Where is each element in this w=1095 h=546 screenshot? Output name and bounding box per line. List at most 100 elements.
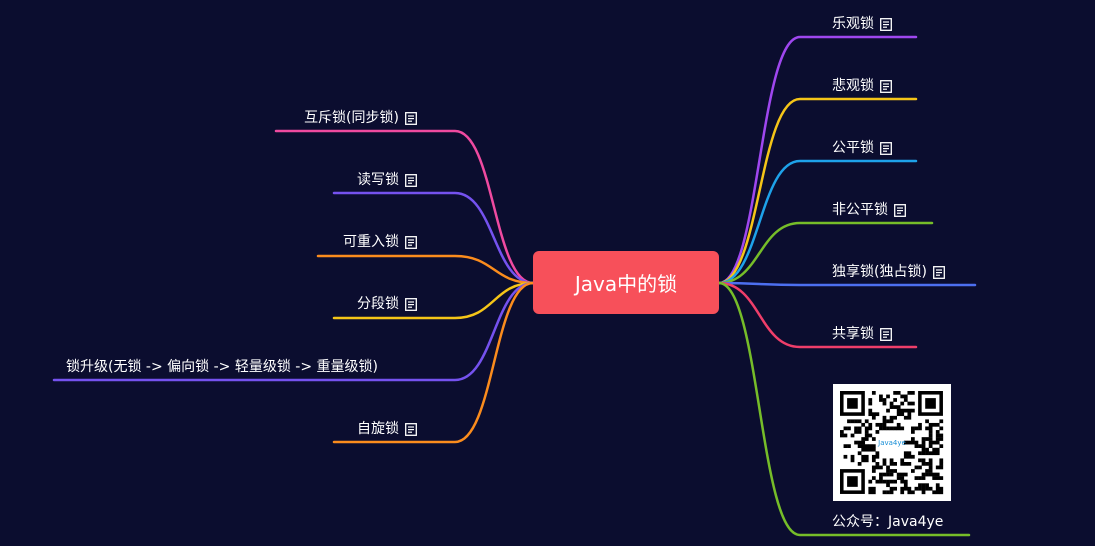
qr-module [925, 483, 929, 488]
qr-module [903, 451, 908, 456]
qr-module [871, 454, 876, 459]
qr-module [882, 398, 887, 402]
qr-module [850, 419, 855, 424]
note-icon[interactable] [932, 265, 945, 279]
qr-module [935, 486, 940, 491]
root-node[interactable]: Java中的锁 [533, 251, 719, 314]
node-segment-lock[interactable]: 分段锁 [357, 293, 417, 315]
qr-module [935, 476, 940, 480]
branch-connector [717, 281, 971, 537]
qr-module [939, 462, 944, 466]
node-exclusive-lock[interactable]: 独享锁(独占锁) [832, 261, 945, 283]
qr-module [900, 476, 905, 480]
qr-module [914, 444, 919, 448]
qr-module [939, 419, 944, 424]
qr-module [896, 476, 901, 480]
qr-module [928, 462, 933, 466]
qr-module [871, 476, 876, 480]
qr-module [893, 462, 897, 466]
qr-module [900, 486, 905, 491]
qr-module [896, 391, 901, 395]
note-icon[interactable] [405, 173, 417, 187]
node-label: 互斥锁(同步锁) [304, 110, 399, 126]
qr-module [903, 472, 908, 477]
qr-module [928, 422, 933, 427]
note-icon[interactable] [880, 79, 892, 93]
node-optimistic-lock[interactable]: 乐观锁 [832, 13, 892, 35]
qr-module [903, 440, 908, 445]
note-icon[interactable] [894, 203, 906, 217]
qr-module [868, 422, 873, 427]
qr-module [882, 426, 887, 431]
qr-module [935, 472, 940, 477]
node-wechat-account[interactable]: 公众号：Java4ye [832, 511, 943, 533]
qr-module [879, 465, 883, 470]
qr-module [875, 479, 880, 484]
note-icon[interactable] [880, 141, 892, 155]
qr-module [868, 412, 873, 417]
qr-module [889, 405, 894, 409]
qr-module [918, 483, 922, 488]
qr-code-icon: Java4ye [833, 384, 951, 501]
branch-connector [717, 159, 918, 285]
qr-module [939, 433, 944, 438]
node-reentrant-lock[interactable]: 可重入锁 [343, 231, 417, 253]
note-icon[interactable] [405, 297, 417, 311]
qr-module [871, 458, 876, 463]
qr-module [886, 490, 890, 495]
qr-module [861, 454, 866, 459]
node-mutex-lock[interactable]: 互斥锁(同步锁) [304, 107, 417, 129]
node-spin-lock[interactable]: 自旋锁 [357, 418, 417, 440]
qr-module [864, 419, 869, 424]
node-read-write-lock[interactable]: 读写锁 [357, 169, 417, 191]
qr-module [861, 458, 866, 463]
note-icon[interactable] [405, 422, 417, 436]
qr-module [903, 408, 908, 413]
qr-module [882, 458, 887, 463]
qr-module [896, 422, 901, 427]
qr-module [932, 451, 937, 456]
qr-module [911, 401, 915, 406]
qr-module [875, 454, 880, 459]
qr-module [907, 462, 912, 466]
qr-module [857, 426, 862, 431]
note-icon[interactable] [405, 111, 417, 125]
qr-module [921, 451, 926, 456]
qr-module [911, 454, 915, 459]
branch-connector [52, 281, 535, 382]
qr-module [889, 426, 894, 431]
qr-module [875, 412, 880, 417]
qr-module [925, 451, 929, 456]
qr-module [864, 444, 869, 448]
node-label: 自旋锁 [357, 421, 399, 437]
qr-module [843, 444, 848, 448]
note-icon[interactable] [880, 327, 892, 341]
qr-module [903, 394, 908, 399]
qr-module [914, 426, 919, 431]
qr-module [900, 412, 905, 417]
node-pessimistic-lock[interactable]: 悲观锁 [832, 75, 892, 97]
note-icon[interactable] [880, 17, 892, 31]
note-icon[interactable] [405, 235, 417, 249]
node-shared-lock[interactable]: 共享锁 [832, 323, 892, 345]
qr-module [939, 490, 944, 495]
node-unfair-lock[interactable]: 非公平锁 [832, 199, 906, 221]
qr-module [843, 426, 848, 431]
node-fair-lock[interactable]: 公平锁 [832, 137, 892, 159]
qr-module [868, 486, 873, 491]
qr-module [939, 476, 944, 480]
qr-module [861, 440, 866, 445]
branch-connector [717, 221, 934, 285]
qr-module [893, 398, 897, 402]
qr-module [868, 490, 873, 495]
qr-module [875, 430, 880, 434]
qr-module [886, 465, 890, 470]
branch-connector [717, 281, 918, 349]
qr-module [918, 422, 922, 427]
qr-module [893, 391, 897, 395]
qr-module [903, 483, 908, 488]
qr-module [932, 447, 937, 452]
node-label: 分段锁 [357, 296, 399, 312]
node-lock-upgrade[interactable]: 锁升级(无锁 -> 偏向锁 -> 轻量级锁 -> 重量级锁) [66, 356, 378, 378]
qr-module [928, 430, 933, 434]
